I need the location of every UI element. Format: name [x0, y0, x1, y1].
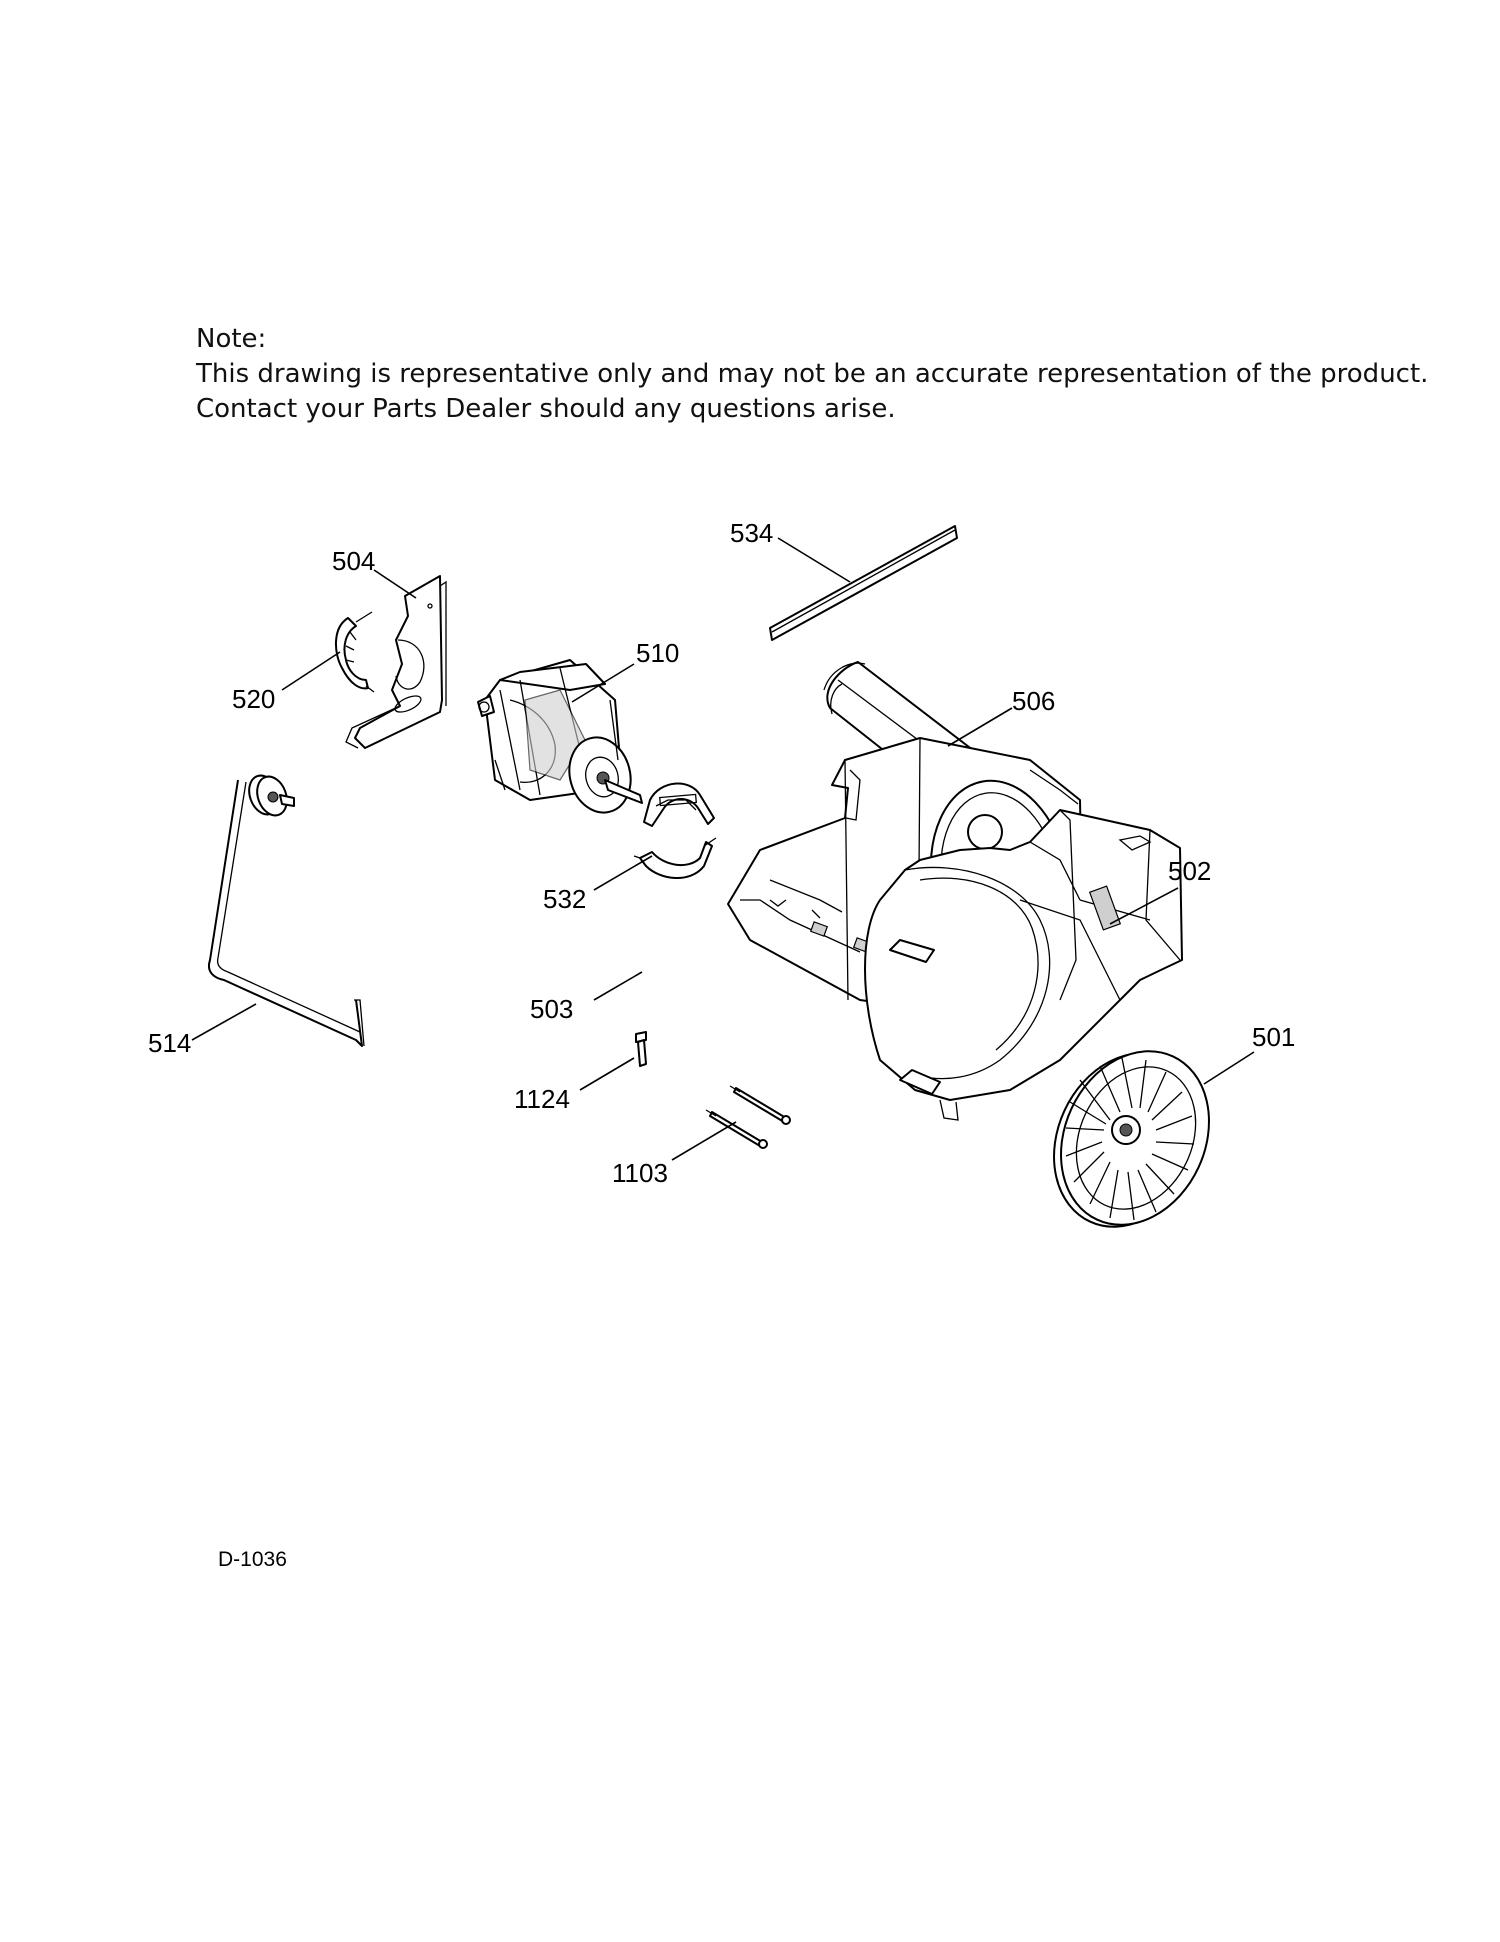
- label-520: 520: [232, 684, 275, 714]
- leader-520: [281, 651, 341, 691]
- leader-1103: [671, 1121, 737, 1161]
- leader-514: [191, 1003, 257, 1041]
- note-heading: Note:: [196, 324, 267, 354]
- note-line-1: This drawing is representative only and …: [196, 359, 1429, 389]
- label-1124: 1124: [514, 1084, 570, 1114]
- label-502: 502: [1168, 856, 1211, 886]
- label-503: 503: [530, 994, 573, 1024]
- leader-502: [1109, 887, 1179, 925]
- part-labels: 504 520 510 534 506 514 532 503 502 501 …: [148, 518, 1295, 1188]
- leader-501: [1203, 1051, 1255, 1085]
- label-514: 514: [148, 1028, 191, 1058]
- part-514-idler-arm: [208, 774, 365, 1047]
- leader-504: [373, 569, 417, 599]
- leader-510: [571, 663, 635, 703]
- part-532-motor-clamps: [633, 782, 717, 880]
- part-534-seal-strip: [769, 525, 958, 641]
- part-501-blower-wheel: [1053, 1050, 1210, 1228]
- part-510-drive-motor: [477, 659, 643, 814]
- label-534: 534: [730, 518, 773, 548]
- note-line-2: Contact your Parts Dealer should any que…: [196, 394, 896, 424]
- label-510: 510: [636, 638, 679, 668]
- drawing-reference: D-1036: [218, 1548, 287, 1571]
- leader-534: [777, 537, 851, 583]
- label-504: 504: [332, 546, 375, 576]
- part-1103-long-screws: [705, 1085, 791, 1149]
- label-506: 506: [1012, 686, 1055, 716]
- part-1124-screw: [635, 1031, 647, 1067]
- disclaimer-note: Note: This drawing is representative onl…: [196, 322, 1428, 427]
- leader-532: [593, 855, 653, 891]
- label-501: 501: [1252, 1022, 1295, 1052]
- label-1103: 1103: [612, 1158, 668, 1188]
- leader-lines: [191, 537, 1255, 1161]
- leader-506: [947, 707, 1013, 747]
- part-504-bracket: [345, 575, 447, 749]
- part-520-clip: [335, 611, 375, 693]
- leader-503: [593, 971, 643, 1001]
- label-532: 532: [543, 884, 586, 914]
- leader-1124: [579, 1057, 635, 1091]
- part-502-blower-housing: [864, 809, 1183, 1121]
